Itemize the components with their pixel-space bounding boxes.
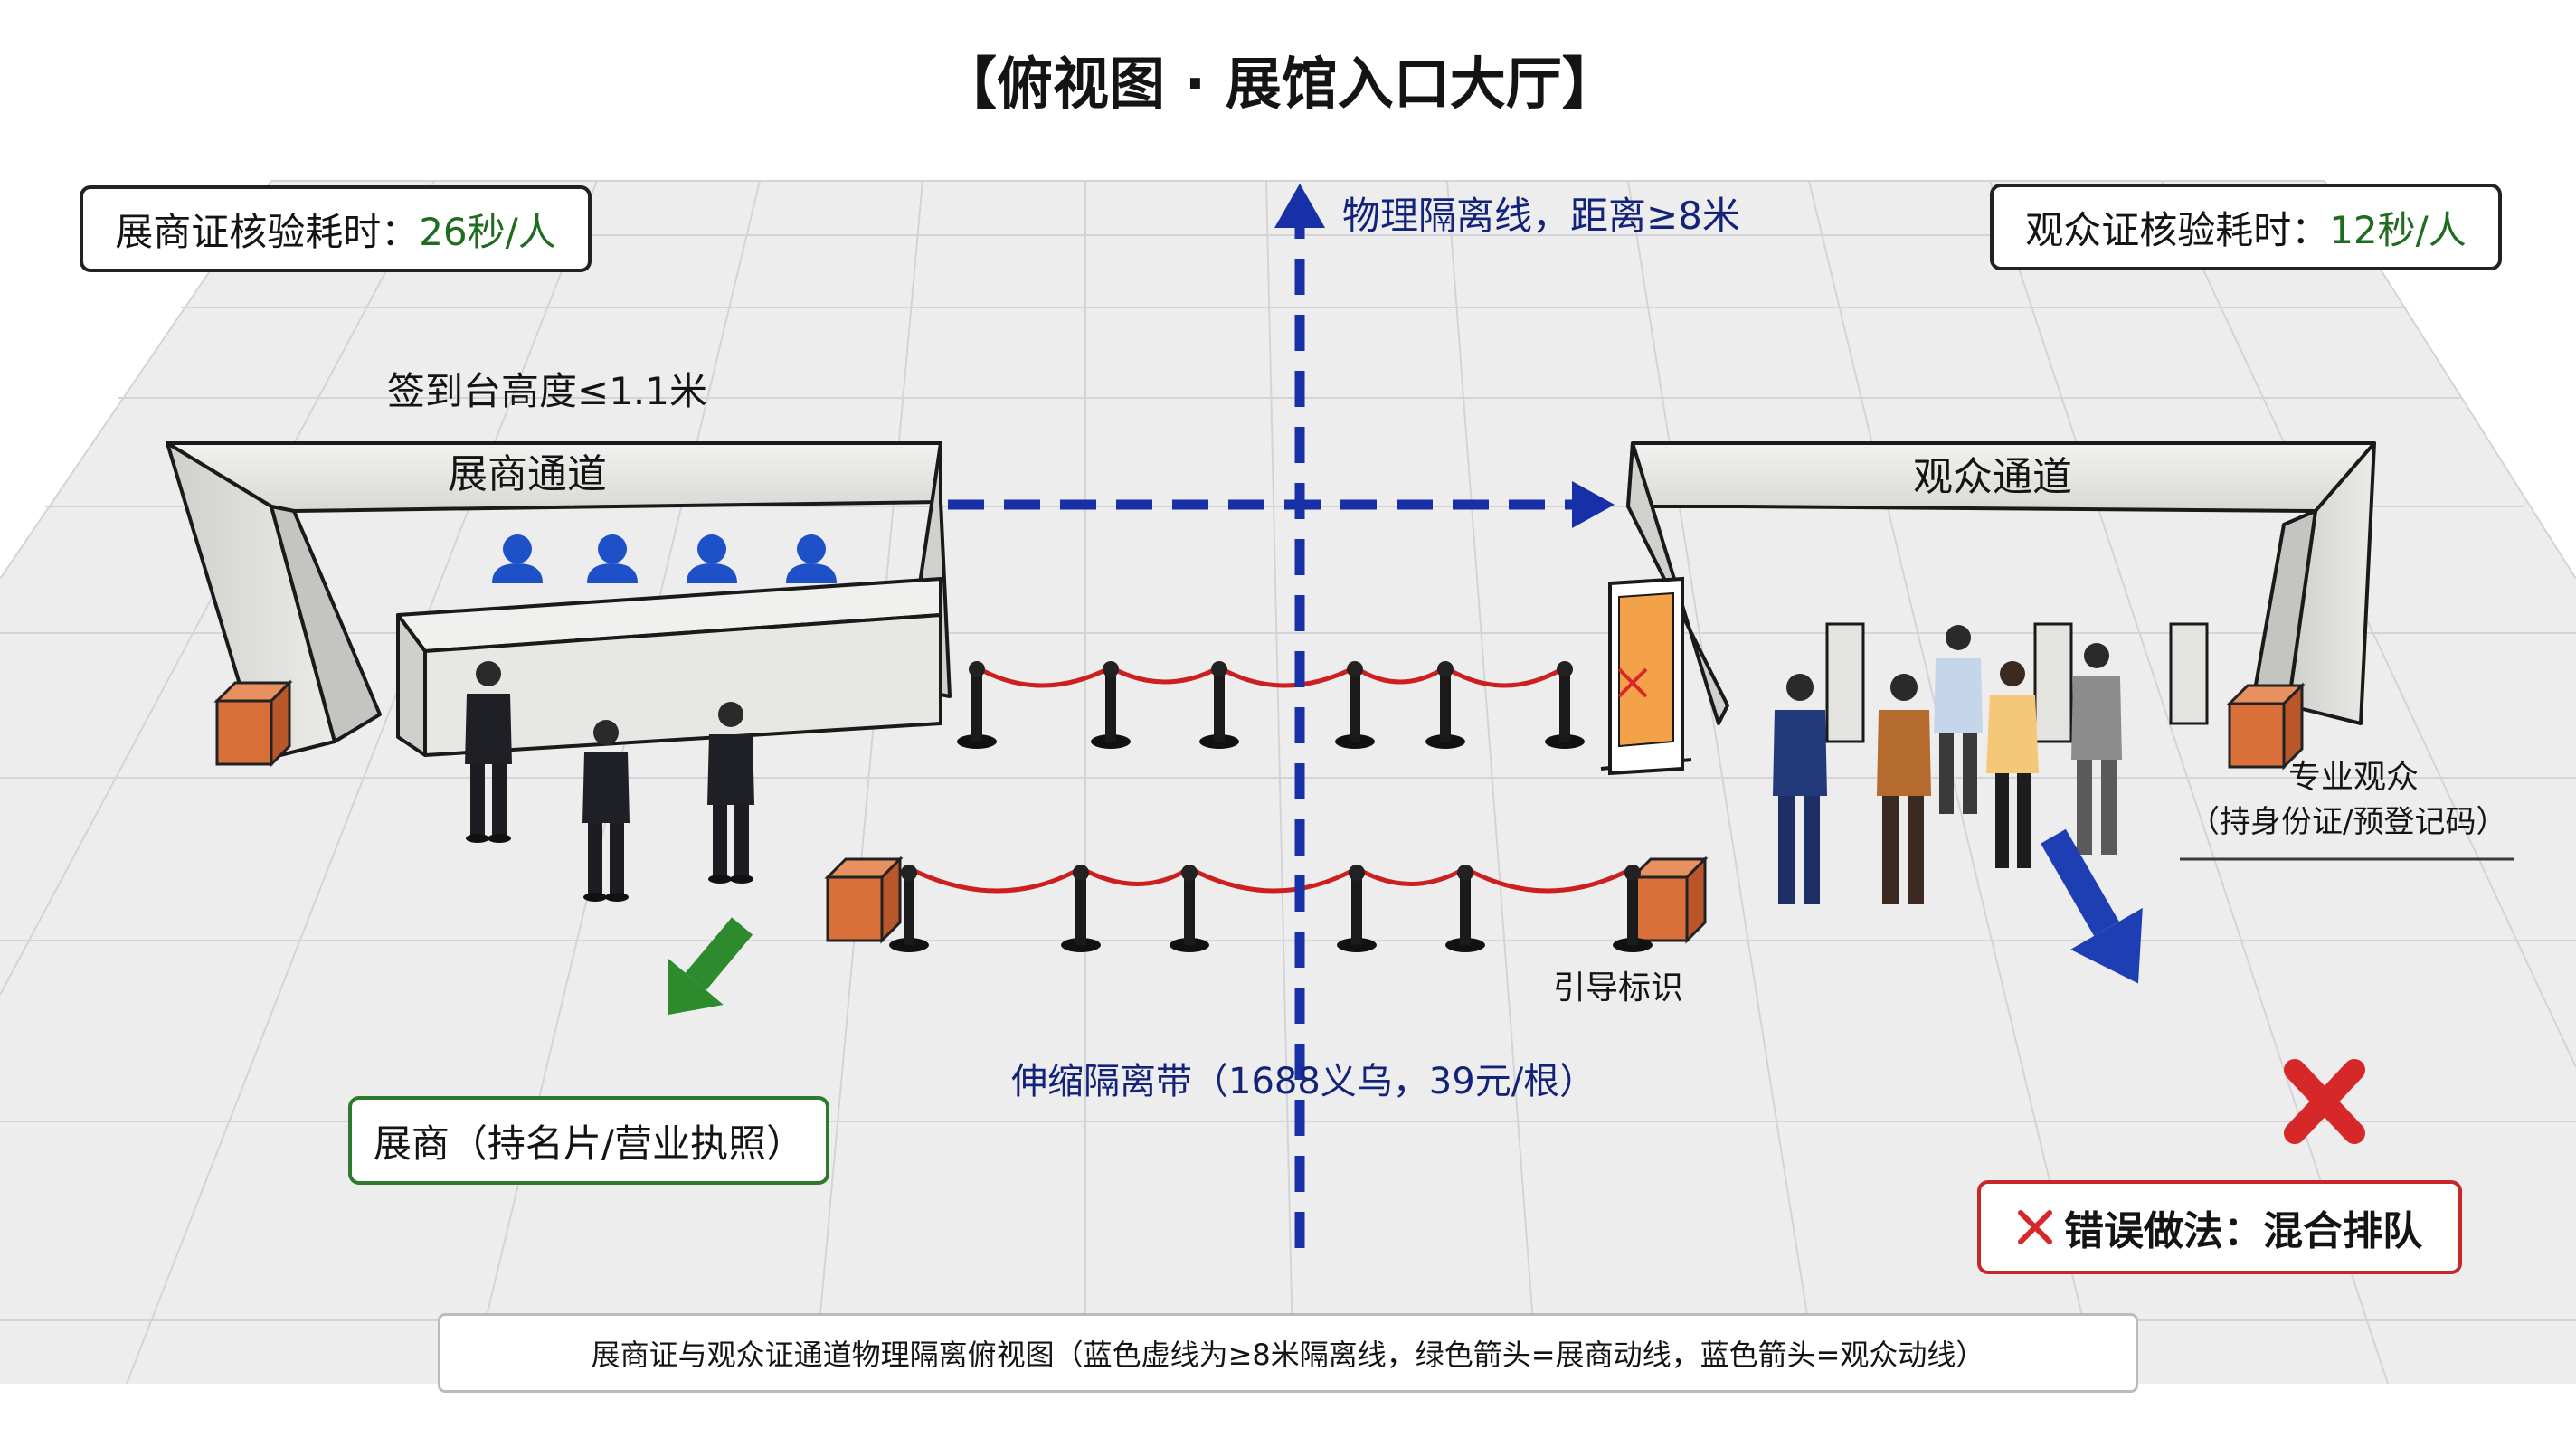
visitor-group xyxy=(1773,625,2122,904)
person-icon xyxy=(2071,643,2122,855)
person-icon xyxy=(1773,674,1827,904)
desk-height-label: 签到台高度≤1.1米 xyxy=(387,369,707,413)
right-arrow-icon xyxy=(1572,481,1615,528)
wrong-practice-box: 错误做法：混合排队 xyxy=(1977,1180,2462,1274)
turnstiles xyxy=(1825,622,2209,743)
up-arrow-icon xyxy=(1274,184,1325,228)
wrong-practice-label: 错误做法：混合排队 xyxy=(2064,1208,2422,1254)
exhibitor-time-label: 展商证核验耗时： xyxy=(115,209,420,254)
guide-sign-label: 引导标识 xyxy=(1553,969,1684,1007)
professional-visitor-detail: （持身份证/预登记码） xyxy=(2189,804,2507,840)
green-arrow-icon xyxy=(668,917,753,1016)
red-x-icon xyxy=(2284,1059,2365,1144)
back-rope xyxy=(975,665,1567,688)
small-x-icon xyxy=(2018,1210,2052,1244)
exhibitor-time-value: 26秒/人 xyxy=(419,209,556,254)
caption: 展商证与观众证通道物理隔离俯视图（蓝色虚线为≥8米隔离线，绿色箭头=展商动线，蓝… xyxy=(438,1313,2138,1393)
exhibitor-label-box: 展商（持名片/营业执照） xyxy=(348,1096,829,1185)
sign-icon xyxy=(1600,576,1692,776)
visitor-time-value: 12秒/人 xyxy=(2329,207,2467,252)
exhibitor-arch xyxy=(166,441,952,761)
front-rope xyxy=(907,865,1634,894)
professional-visitor-title: 专业观众 xyxy=(2288,759,2420,796)
blue-arrow-icon xyxy=(2041,828,2143,984)
person-icon xyxy=(1877,674,1931,904)
person-icon xyxy=(1986,661,2039,868)
person-icon xyxy=(1934,625,1983,814)
exhibitor-time-box: 展商证核验耗时： 26秒/人 xyxy=(80,185,592,272)
visitor-channel-label: 观众通道 xyxy=(1913,454,2072,500)
stanchion-label: 伸缩隔离带（1688义乌，39元/根） xyxy=(1011,1061,1596,1102)
visitor-time-box: 观众证核验耗时： 12秒/人 xyxy=(1990,184,2502,270)
page-title: 【俯视图 · 展馆入口大厅】 xyxy=(941,51,1618,117)
separation-line-label: 物理隔离线，距离≥8米 xyxy=(1342,194,1740,238)
sign-in-desk xyxy=(396,577,942,757)
visitor-time-label: 观众证核验耗时： xyxy=(2025,207,2330,252)
exhibitor-channel-label: 展商通道 xyxy=(448,451,607,497)
separation-line xyxy=(948,226,1574,1248)
